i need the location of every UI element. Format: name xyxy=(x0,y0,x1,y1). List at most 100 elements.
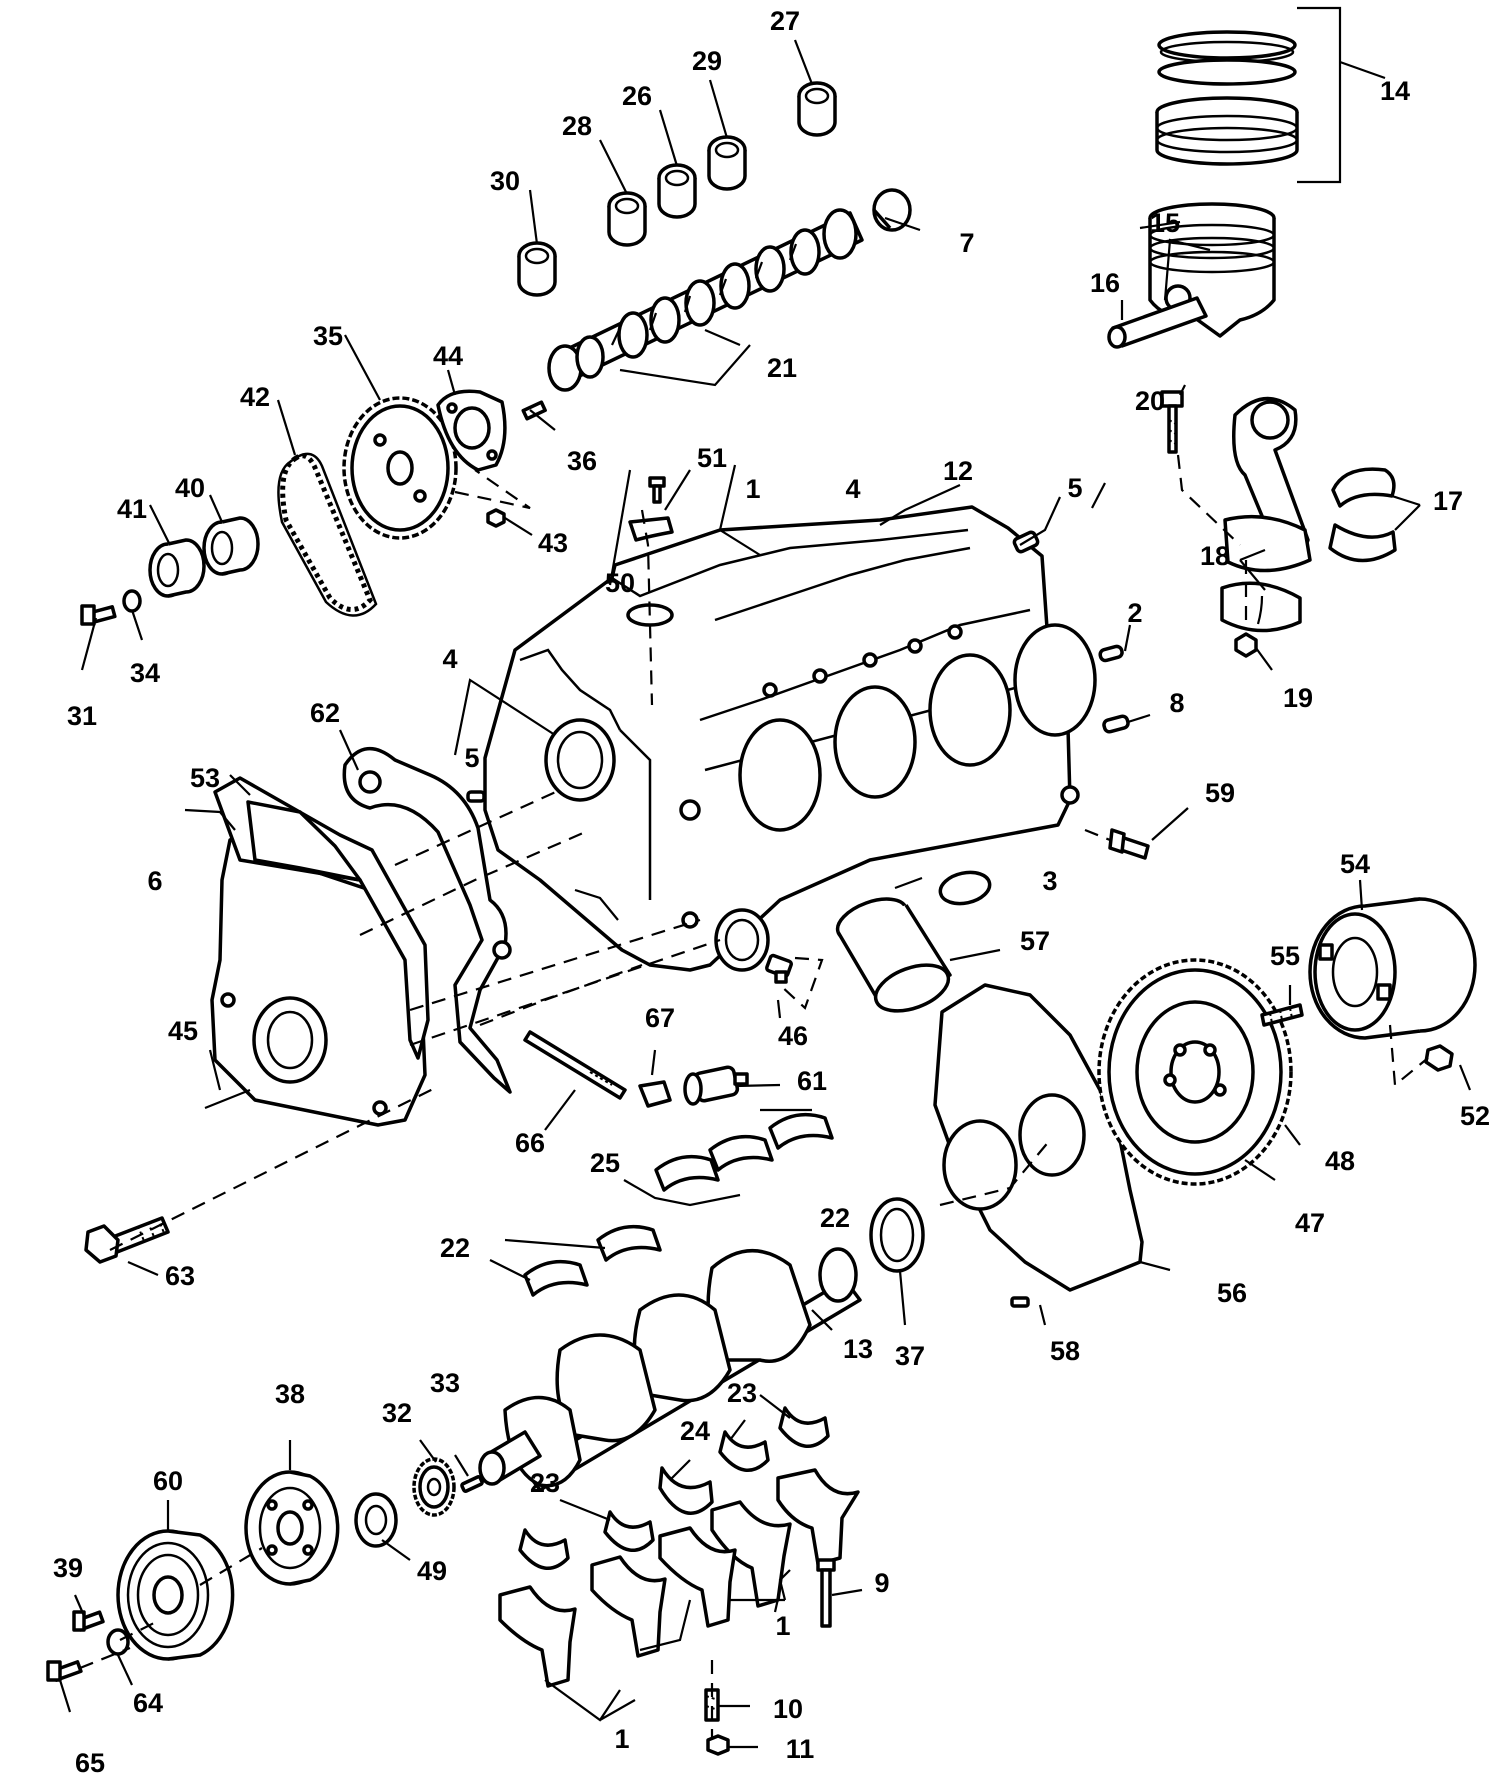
label-55: 55 xyxy=(1270,941,1300,971)
cam-timing-sprocket xyxy=(342,396,458,540)
label-59: 59 xyxy=(1205,778,1235,808)
damper-bolt-63 xyxy=(84,1216,170,1264)
label-35: 35 xyxy=(313,321,343,351)
oil-filter-adapter xyxy=(835,897,952,1013)
label-29: 29 xyxy=(692,46,722,76)
dowel-2 xyxy=(1098,644,1124,663)
nut-11 xyxy=(706,1734,730,1756)
timing-cover-gasket-53 xyxy=(213,776,430,1060)
front-cover-gasket-62 xyxy=(342,746,512,1094)
piston-pin xyxy=(1107,296,1208,349)
pin-45 xyxy=(204,1088,251,1110)
rod-bolt xyxy=(1160,390,1184,454)
label-23-right: 23 xyxy=(727,1378,757,1408)
sprocket-bolt-43 xyxy=(486,508,506,528)
seal-40 xyxy=(202,516,260,576)
label-8: 8 xyxy=(1169,688,1184,718)
main-bearings-lower xyxy=(518,1406,830,1571)
label-37: 37 xyxy=(895,1341,925,1371)
label-44: 44 xyxy=(433,341,463,371)
label-40: 40 xyxy=(175,473,205,503)
label-28: 28 xyxy=(562,111,592,141)
bolt-58 xyxy=(1010,1296,1030,1308)
leader-lines xyxy=(58,39,1472,1749)
assembly-lines xyxy=(79,454,1429,1740)
label-52: 52 xyxy=(1460,1101,1490,1131)
label-30: 30 xyxy=(490,166,520,196)
bolt-39 xyxy=(72,1610,105,1632)
label-24: 24 xyxy=(680,1416,710,1446)
bolt-65 xyxy=(46,1660,83,1682)
stud-66 xyxy=(523,1030,627,1100)
seal-41 xyxy=(148,538,206,598)
label-48: 48 xyxy=(1325,1146,1355,1176)
nut-52 xyxy=(1424,1044,1454,1072)
fitting-59 xyxy=(1108,828,1150,860)
cam-bearing-26 xyxy=(657,163,697,219)
washer-34 xyxy=(122,589,142,613)
label-61: 61 xyxy=(797,1066,827,1096)
piston-rings xyxy=(1155,6,1342,184)
label-5-top: 5 xyxy=(1067,473,1082,503)
label-3: 3 xyxy=(1042,866,1057,896)
timing-chain xyxy=(277,452,378,617)
label-62: 62 xyxy=(310,698,340,728)
label-1-caps-right: 1 xyxy=(775,1611,790,1641)
label-12: 12 xyxy=(943,456,973,486)
label-66: 66 xyxy=(515,1128,545,1158)
main-bearings-upper xyxy=(523,1112,834,1297)
label-6: 6 xyxy=(147,866,162,896)
connecting-rod xyxy=(1220,396,1312,658)
label-63: 63 xyxy=(165,1261,195,1291)
drain-fitting-46 xyxy=(765,953,793,984)
label-21: 21 xyxy=(767,353,797,383)
label-43: 43 xyxy=(538,528,568,558)
pulley-60 xyxy=(116,1529,235,1661)
label-50: 50 xyxy=(605,568,635,598)
thrust-plate xyxy=(436,389,507,472)
spacer-49 xyxy=(354,1492,398,1548)
label-34: 34 xyxy=(130,658,160,688)
label-32: 32 xyxy=(382,1398,412,1428)
cap-bolt-9 xyxy=(816,1558,836,1628)
label-27: 27 xyxy=(770,6,800,36)
dowel-pin xyxy=(521,400,547,421)
oil-pressure-sender-61 xyxy=(683,1065,749,1106)
cam-bearing-30 xyxy=(517,241,557,297)
label-31: 31 xyxy=(67,701,97,731)
label-20: 20 xyxy=(1135,386,1165,416)
label-4-top: 4 xyxy=(845,474,860,504)
label-2: 2 xyxy=(1127,598,1142,628)
label-53: 53 xyxy=(190,763,220,793)
label-51: 51 xyxy=(697,443,727,473)
label-1-caps-left: 1 xyxy=(614,1724,629,1754)
label-65: 65 xyxy=(75,1748,105,1778)
label-38: 38 xyxy=(275,1379,305,1409)
balancer-38 xyxy=(244,1470,340,1586)
label-5-front: 5 xyxy=(464,743,479,773)
engine-block xyxy=(483,505,1097,972)
bracket-50 xyxy=(628,516,674,542)
label-7: 7 xyxy=(959,228,974,258)
cam-bearing-28 xyxy=(607,191,647,247)
label-56: 56 xyxy=(1217,1278,1247,1308)
label-58: 58 xyxy=(1050,1336,1080,1366)
label-39: 39 xyxy=(53,1553,83,1583)
label-64: 64 xyxy=(133,1688,163,1718)
label-16: 16 xyxy=(1090,268,1120,298)
label-1: 1 xyxy=(745,474,760,504)
label-26: 26 xyxy=(622,81,652,111)
label-15: 15 xyxy=(1150,208,1180,238)
crank-sprocket-32 xyxy=(412,1457,456,1517)
label-22-left: 22 xyxy=(440,1233,470,1263)
label-4-front: 4 xyxy=(442,644,457,674)
flywheel xyxy=(1097,958,1293,1186)
rod-bearings xyxy=(1328,467,1397,563)
label-54: 54 xyxy=(1340,849,1370,879)
label-33: 33 xyxy=(430,1368,460,1398)
cam-bearing-27 xyxy=(797,81,837,137)
cam-bearing-29 xyxy=(707,135,747,191)
label-17: 17 xyxy=(1433,486,1463,516)
stud-55 xyxy=(1260,1003,1304,1027)
